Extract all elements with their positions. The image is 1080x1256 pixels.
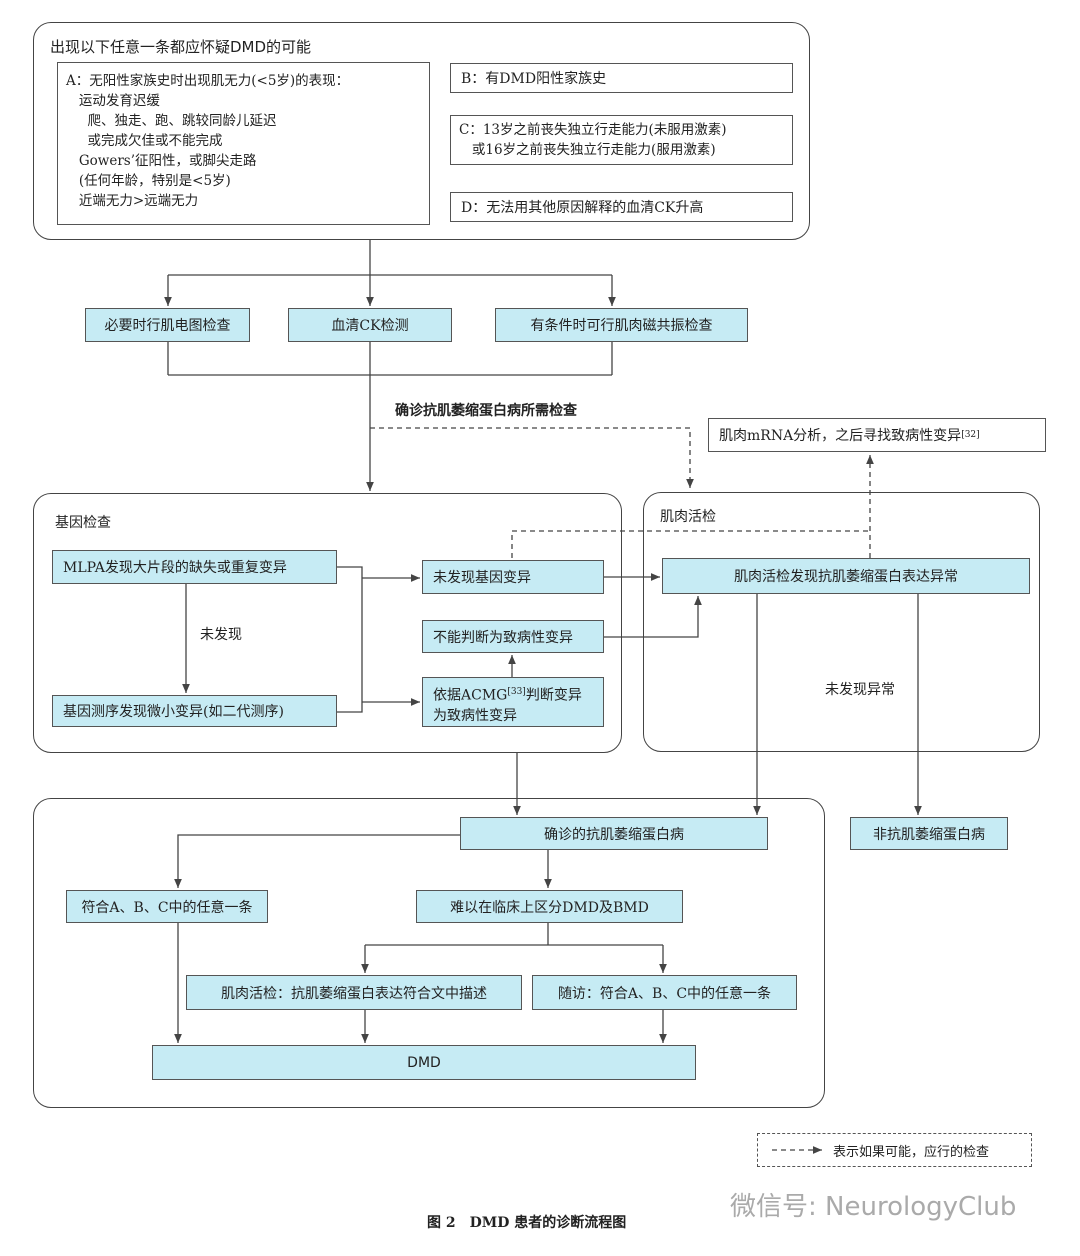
confirmed-box: 确诊的抗肌萎缩蛋白病 <box>460 817 768 850</box>
hard-distinguish-box: 难以在临床上区分DMD及BMD <box>416 890 683 923</box>
not-found-label: 未发现 <box>200 627 242 643</box>
criterion-a-line: 爬、独走、跑、跳较同龄儿延迟 <box>66 113 277 129</box>
criterion-a-line: 运动发育迟缓 <box>66 93 160 109</box>
mri-box: 有条件时可行肌肉磁共振检查 <box>495 308 748 342</box>
no-abnormal-label: 未发现异常 <box>825 682 895 698</box>
no-variant-box: 未发现基因变异 <box>422 560 604 594</box>
criterion-a-line: 或完成欠佳或不能完成 <box>66 133 223 149</box>
criterion-a-line: 近端无力>远端无力 <box>66 193 199 209</box>
confirm-label: 确诊抗肌萎缩蛋白病所需检查 <box>395 403 577 419</box>
legend-box <box>757 1133 1032 1167</box>
criterion-c: C：13岁之前丧失独立行走能力(未服用激素) 或16岁之前丧失独立行走能力(服用… <box>450 115 793 165</box>
criterion-c-line: 或16岁之前丧失独立行走能力(服用激素) <box>459 142 716 158</box>
abc-box: 符合A、B、C中的任意一条 <box>66 890 268 923</box>
figure-caption: 图 2 DMD 患者的诊断流程图 <box>427 1215 627 1231</box>
acmg-text: 依据ACMG <box>433 687 508 704</box>
dmd-box: DMD <box>152 1045 696 1080</box>
criterion-a-line: (任何年龄，特别是<5岁) <box>66 173 231 189</box>
criterion-b: B：有DMD阳性家族史 <box>450 63 793 93</box>
suspect-group <box>33 22 810 240</box>
watermark: 微信号: NeurologyClub <box>730 1192 1017 1222</box>
mrna-box: 肌肉mRNA分析，之后寻找致病性变异[32] <box>708 418 1046 452</box>
legend-text: 表示如果可能，应行的检查 <box>833 1145 990 1160</box>
biopsy-group <box>643 492 1040 752</box>
acmg-ref: [33] <box>507 687 526 697</box>
followup-box: 随访：符合A、B、C中的任意一条 <box>532 975 797 1010</box>
suspect-title: 出现以下任意一条都应怀疑DMD的可能 <box>50 38 312 56</box>
biopsy-title: 肌肉活检 <box>660 509 716 525</box>
biopsy-abnormal-box: 肌肉活检发现抗肌萎缩蛋白表达异常 <box>662 558 1030 594</box>
criterion-a-line: Gowers’征阳性，或脚尖走路 <box>66 153 257 169</box>
emg-box: 必要时行肌电图检查 <box>85 308 250 342</box>
acmg-text: 判断变异 <box>525 687 582 704</box>
criterion-a: A：无阳性家族史时出现肌无力(<5岁)的表现： 运动发育迟缓 爬、独走、跑、跳较… <box>57 62 430 225</box>
diagnosis-group <box>33 798 825 1108</box>
ck-box: 血清CK检测 <box>288 308 452 342</box>
criterion-c-line: C：13岁之前丧失独立行走能力(未服用激素) <box>459 122 727 138</box>
sequencing-box: 基因测序发现微小变异(如二代测序) <box>52 695 337 727</box>
mrna-text: 肌肉mRNA分析，之后寻找致病性变异 <box>719 428 962 444</box>
biopsy-desc-box: 肌肉活检：抗肌萎缩蛋白表达符合文中描述 <box>186 975 522 1010</box>
mrna-ref: [32] <box>961 430 980 440</box>
genetic-group <box>33 493 622 753</box>
acmg-box: 依据ACMG[33]判断变异 为致病性变异 <box>422 677 604 727</box>
mlpa-box: MLPA发现大片段的缺失或重复变异 <box>52 550 337 584</box>
criterion-a-line: A：无阳性家族史时出现肌无力(<5岁)的表现： <box>66 73 350 89</box>
genetic-title: 基因检查 <box>55 515 111 531</box>
criterion-d: D：无法用其他原因解释的血清CK升高 <box>450 192 793 222</box>
uncertain-variant-box: 不能判断为致病性变异 <box>422 620 604 653</box>
acmg-text: 为致病性变异 <box>433 707 517 724</box>
non-dystrophinopathy-box: 非抗肌萎缩蛋白病 <box>850 817 1008 850</box>
